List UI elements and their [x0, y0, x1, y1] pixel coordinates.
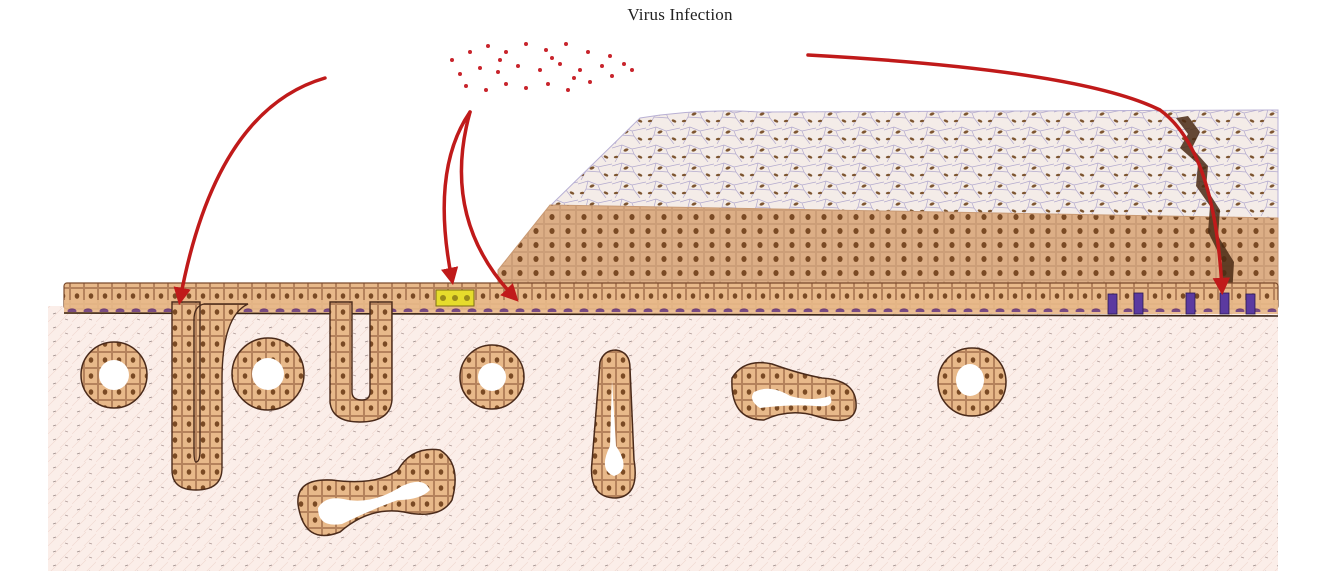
virus-particles [450, 42, 634, 92]
reserve-cells [436, 290, 474, 306]
superficial-layer [548, 110, 1278, 222]
gland [81, 342, 147, 408]
gland [232, 338, 304, 410]
gland [938, 348, 1006, 416]
arrow-to-crypt [180, 78, 325, 300]
basal-layer [64, 300, 1278, 314]
stroma [48, 306, 1278, 571]
gland [460, 345, 524, 409]
